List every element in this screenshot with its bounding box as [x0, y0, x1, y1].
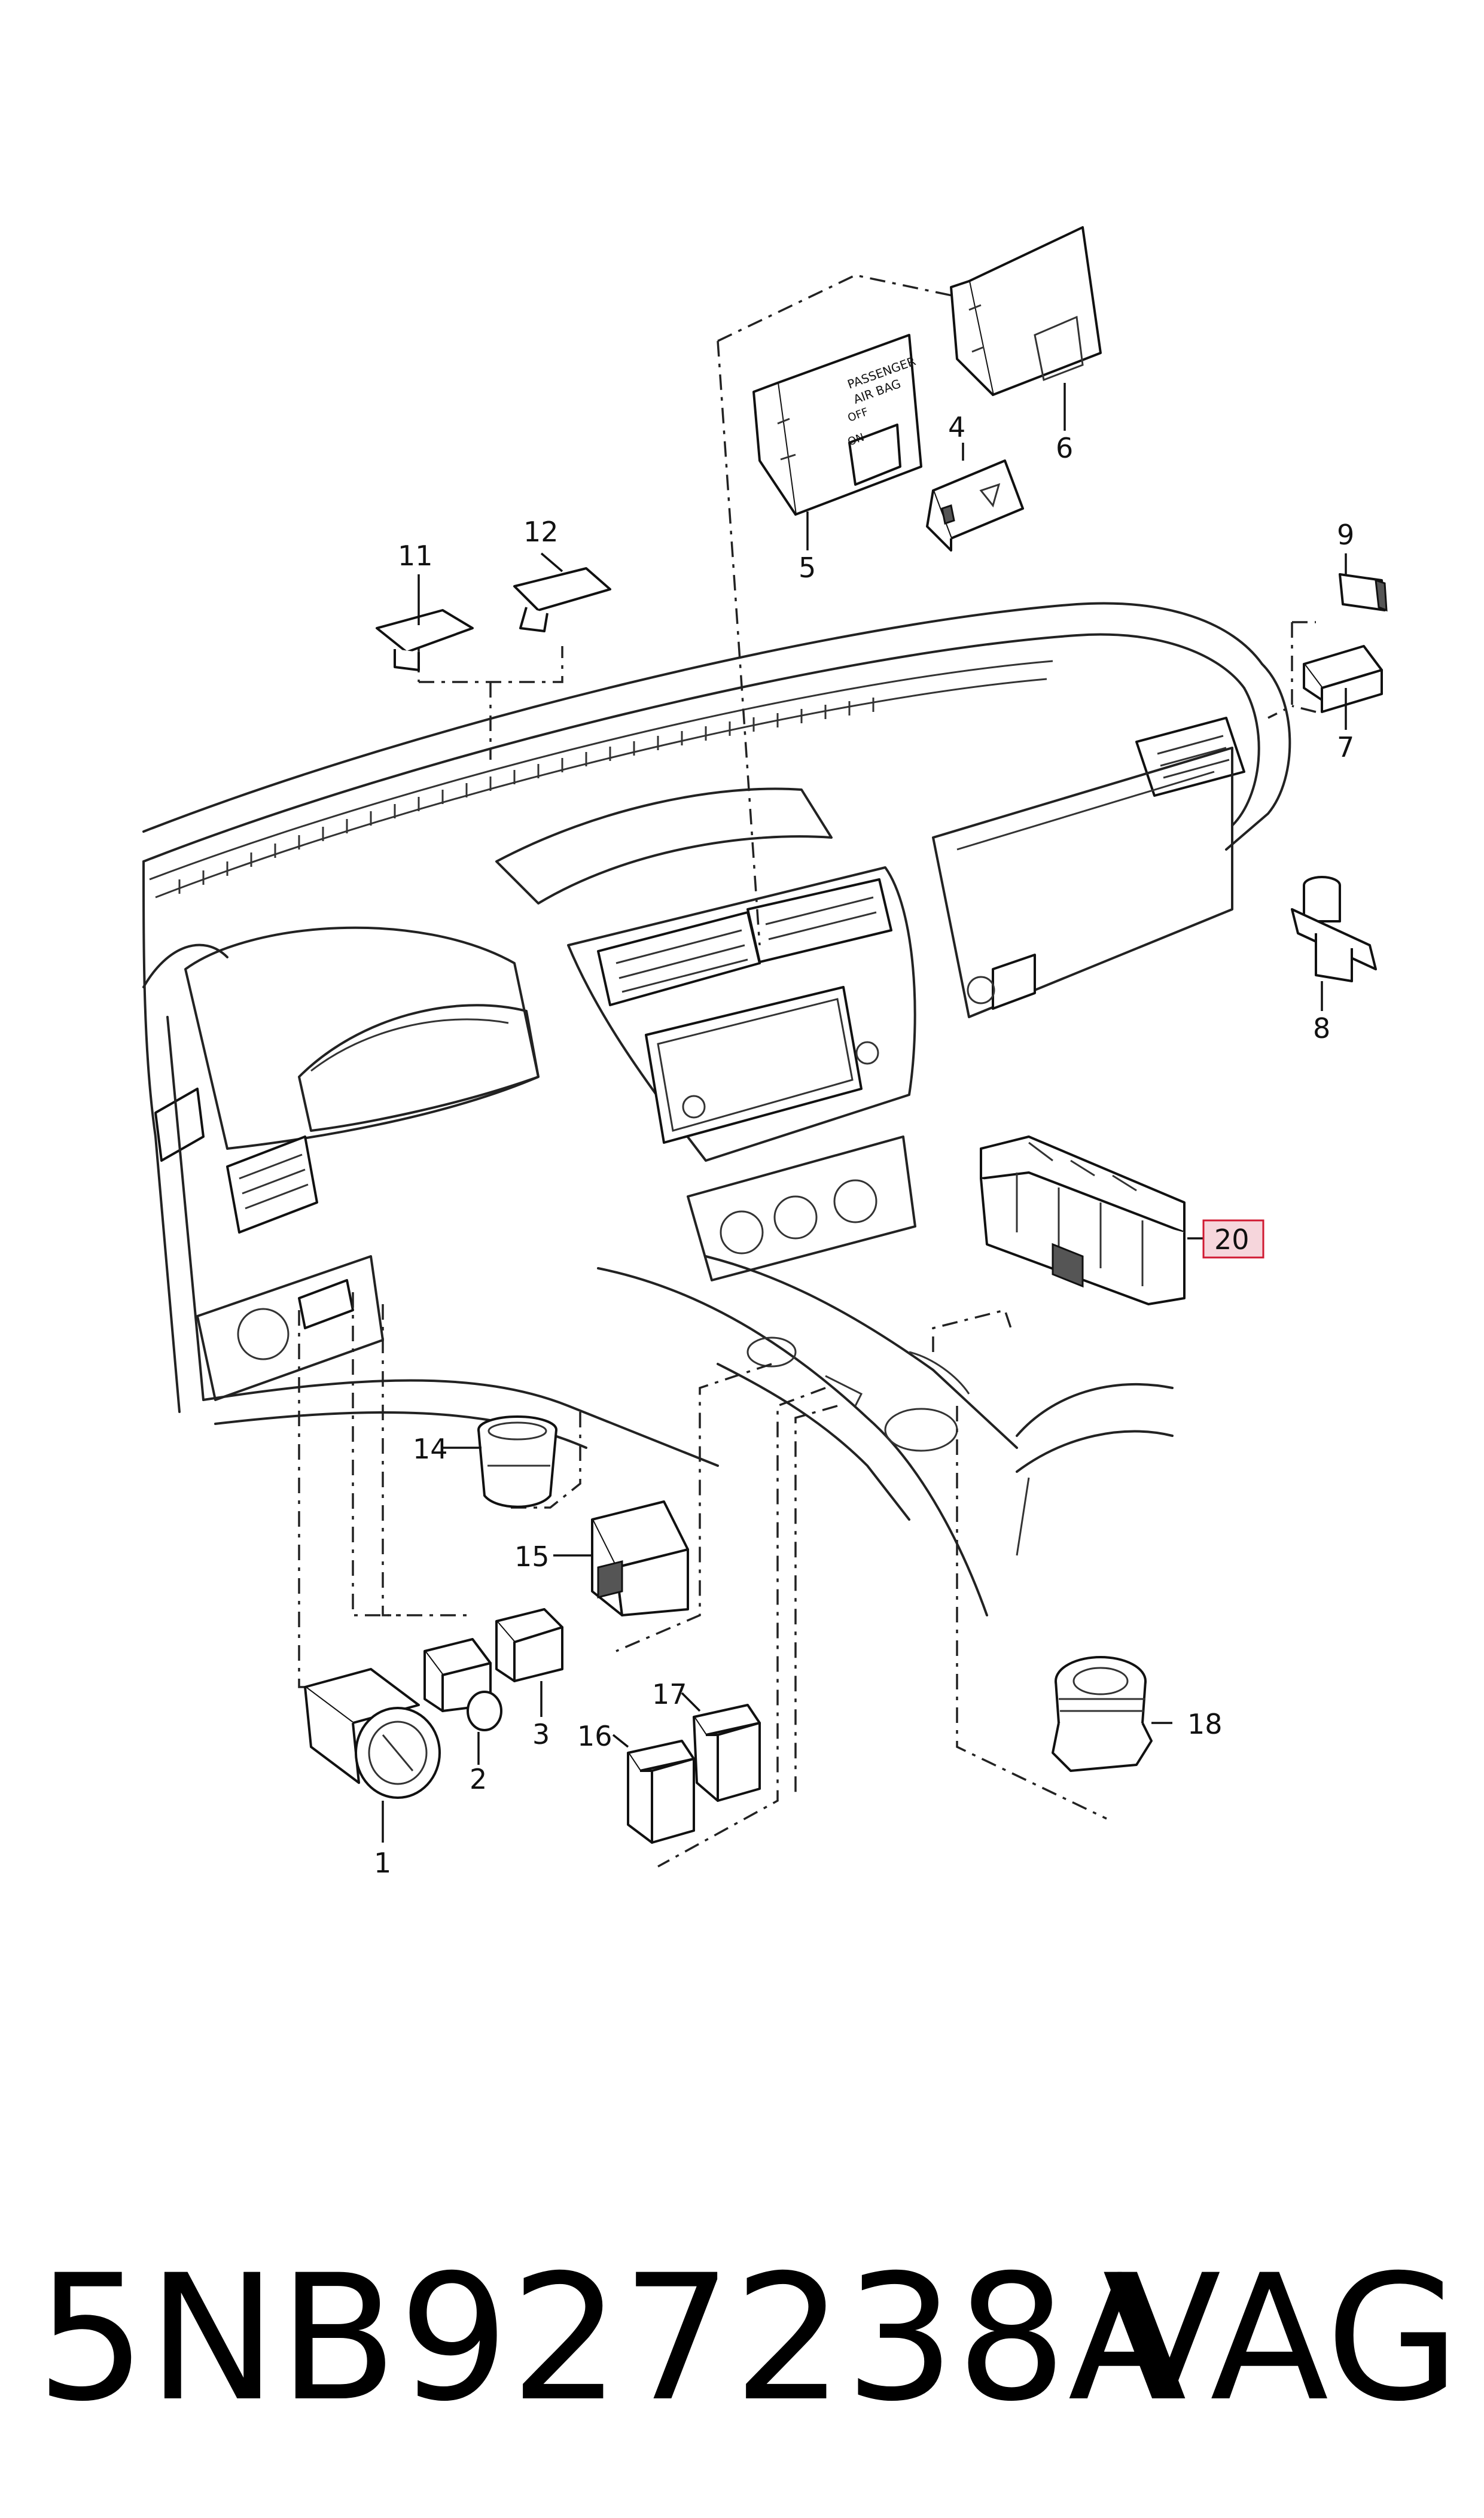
part-2-rotary-switch	[423, 1638, 502, 1731]
callout-12: 12	[523, 516, 559, 548]
callout-7: 7	[1337, 731, 1354, 763]
callout-numbers: 1 2 3 4 5 6 7 8 9 11 12 14 15 16 17 18 2…	[374, 411, 1354, 1879]
part-9-cap	[1339, 573, 1388, 612]
dashboard-outline	[142, 602, 1291, 1616]
part-12-clip	[513, 567, 611, 632]
part-11-clip	[376, 609, 474, 671]
part-4-hazard-switch	[926, 459, 1024, 552]
part-number: 5NB927238A	[36, 2238, 1188, 2440]
part-8-sensor	[1291, 876, 1377, 982]
part-14-start-button	[477, 1415, 557, 1508]
leader-lines	[298, 274, 1317, 1868]
part-18-rotary-controller	[1052, 1656, 1153, 1772]
callout-11: 11	[398, 540, 433, 572]
part-17-switch	[693, 1704, 761, 1802]
callout-3: 3	[532, 1718, 550, 1750]
callout-18: 18	[1187, 1708, 1223, 1740]
callout-2: 2	[470, 1763, 487, 1795]
callout-5: 5	[799, 552, 816, 584]
callout-14: 14	[413, 1433, 448, 1465]
highlight-box-20	[1202, 1219, 1264, 1259]
defroster-slots	[178, 698, 874, 894]
callout-8: 8	[1313, 1012, 1330, 1045]
part-20-switch-module	[980, 1135, 1186, 1305]
exploded-parts-diagram: PASSENGER AIR BAG OFF ON	[142, 226, 1388, 1879]
callout-16: 16	[577, 1720, 613, 1752]
brand-name: VAG	[1102, 2238, 1460, 2440]
callout-20: 20	[1214, 1223, 1250, 1256]
callout-1: 1	[374, 1847, 391, 1879]
callout-leaders	[382, 383, 1347, 1843]
callout-6: 6	[1056, 432, 1073, 464]
callout-4: 4	[948, 411, 965, 443]
callout-17: 17	[652, 1678, 687, 1710]
part-5-airbag-indicator-panel: PASSENGER AIR BAG OFF ON	[752, 334, 922, 516]
part-6-blank-panel	[950, 226, 1102, 396]
callout-9: 9	[1337, 519, 1354, 551]
part-7-socket	[1303, 645, 1383, 713]
part-1-light-switch	[304, 1668, 441, 1799]
part-3-switch	[495, 1608, 563, 1682]
part-16-switch	[627, 1740, 695, 1844]
part-15-switch	[591, 1500, 689, 1616]
footer: 5NB927238A VAG	[0, 2213, 1484, 2465]
callout-15: 15	[514, 1540, 550, 1573]
